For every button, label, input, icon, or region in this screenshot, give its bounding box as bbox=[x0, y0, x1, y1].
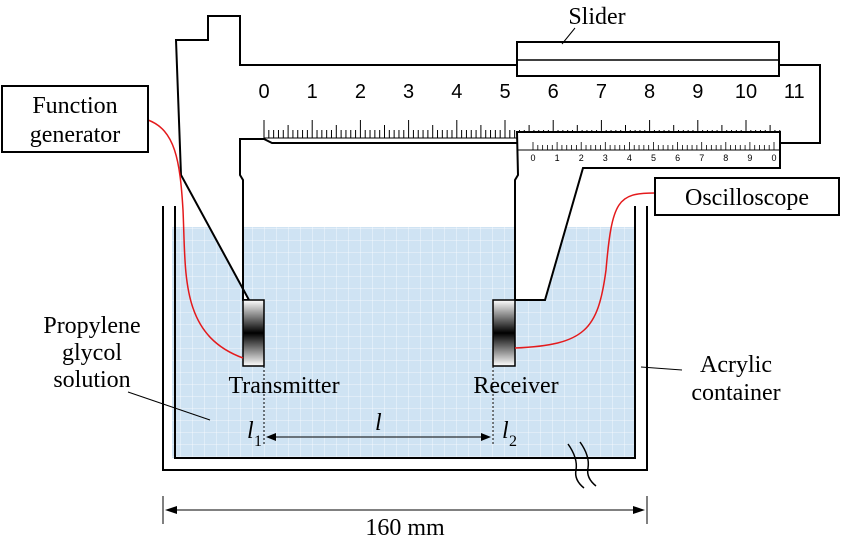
main-scale-numbers: 0 1 2 3 4 5 6 7 8 9 10 11 bbox=[258, 81, 804, 103]
vernier-scale-number: 0 bbox=[530, 153, 535, 163]
caliper-sliding-jaw bbox=[514, 131, 781, 301]
l-label: l bbox=[375, 410, 382, 436]
width-arrow-left-head bbox=[165, 506, 177, 514]
oscilloscope-label: Oscilloscope bbox=[685, 185, 809, 211]
function-generator-label-2: generator bbox=[30, 122, 121, 148]
l2-label: l bbox=[502, 418, 509, 444]
acrylic-label-1: Acrylic bbox=[700, 352, 772, 378]
main-scale-number: 10 bbox=[735, 81, 757, 103]
acrylic-label-2: container bbox=[691, 380, 780, 406]
vernier-scale-number: 4 bbox=[627, 153, 632, 163]
vernier-scale-number: 2 bbox=[579, 153, 584, 163]
main-scale-number: 4 bbox=[451, 81, 462, 103]
l1-subscript: 1 bbox=[254, 433, 262, 450]
vernier-scale-number: 3 bbox=[603, 153, 608, 163]
propylene-label-2: glycol bbox=[62, 340, 122, 366]
function-generator-wire bbox=[147, 119, 244, 359]
slider-label: Slider bbox=[568, 4, 625, 30]
l-arrow-left-head bbox=[266, 433, 276, 441]
main-scale-number: 5 bbox=[499, 81, 510, 103]
transmitter-label: Transmitter bbox=[228, 373, 339, 399]
slider-leader bbox=[561, 27, 576, 45]
main-scale-number: 0 bbox=[258, 81, 269, 103]
function-generator-label-1: Function bbox=[32, 93, 117, 119]
receiver-label: Receiver bbox=[473, 373, 558, 399]
acrylic-leader bbox=[640, 366, 683, 371]
vernier-scale-number: 5 bbox=[651, 153, 656, 163]
main-scale-number: 2 bbox=[355, 81, 366, 103]
vernier-scale-ticks bbox=[532, 142, 775, 150]
slider-top-bar bbox=[516, 41, 780, 77]
width-label: 160 mm bbox=[365, 515, 445, 541]
propylene-leader bbox=[127, 391, 211, 421]
main-scale-number: 8 bbox=[644, 81, 655, 103]
main-scale-number: 11 bbox=[784, 81, 805, 103]
main-scale-number: 1 bbox=[307, 81, 318, 103]
vernier-scale-number: 7 bbox=[699, 153, 704, 163]
main-scale-number: 7 bbox=[596, 81, 607, 103]
function-generator-box bbox=[1, 85, 149, 153]
vernier-scale-number: 6 bbox=[675, 153, 680, 163]
vernier-scale-number: 9 bbox=[747, 153, 752, 163]
vernier-scale-number: 1 bbox=[555, 153, 560, 163]
l2-subscript: 2 bbox=[509, 433, 517, 450]
oscilloscope-box bbox=[654, 177, 840, 216]
main-scale-number: 3 bbox=[403, 81, 414, 103]
l1-label: l bbox=[247, 418, 254, 444]
oscilloscope-wire bbox=[514, 192, 656, 349]
vernier-scale-numbers: 0 1 2 3 4 5 6 7 8 9 0 bbox=[530, 153, 776, 163]
receiver-probe bbox=[492, 299, 516, 367]
acrylic-container bbox=[162, 206, 648, 471]
vernier-scale-number: 8 bbox=[723, 153, 728, 163]
width-arrow-right-head bbox=[633, 506, 645, 514]
transmitter-probe bbox=[242, 299, 265, 367]
container-break-mark bbox=[567, 441, 597, 489]
main-scale-number: 6 bbox=[548, 81, 559, 103]
l-arrow-right-head bbox=[481, 433, 491, 441]
main-scale-number: 9 bbox=[692, 81, 703, 103]
vernier-scale-number: 0 bbox=[771, 153, 776, 163]
propylene-label-1: Propylene bbox=[43, 313, 140, 339]
propylene-label-3: solution bbox=[53, 367, 130, 393]
